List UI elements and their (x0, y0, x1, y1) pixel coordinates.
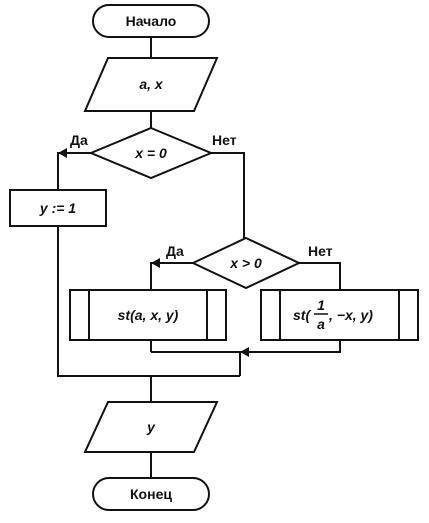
subroutine-call-1-label: st(a, x, y) (118, 307, 179, 323)
connector-assign-down (57, 226, 240, 377)
subroutine-call-1: st(a, x, y) (69, 289, 227, 341)
subroutine-call-2-denominator: a (317, 316, 325, 332)
assign-y-block: y := 1 (9, 189, 107, 227)
output-block: y (83, 401, 219, 453)
end-label: Конец (130, 486, 172, 502)
arrowhead-cond2-yes (151, 258, 160, 268)
cond1-no-label: Нет (212, 132, 237, 148)
cond2-no-label: Нет (308, 243, 333, 259)
subroutine-call-2-prefix: st( (293, 307, 311, 323)
subroutine-call-2: st( 1 a , −x, y) (260, 289, 419, 341)
arrowhead-merge-inner (240, 347, 249, 357)
connector-cond2-no (299, 262, 341, 290)
decision-x-eq-0: x = 0 (88, 126, 214, 180)
decision-x-eq-0-label: x = 0 (134, 145, 167, 161)
cond2-yes-label: Да (166, 243, 184, 259)
decision-x-gt-0: x > 0 (190, 236, 302, 290)
connector-inner-down (151, 351, 241, 376)
output-label: y (146, 419, 156, 435)
subroutine-call-2-numerator: 1 (317, 297, 325, 313)
assign-y-label: y := 1 (39, 200, 76, 216)
input-label: a, x (139, 76, 164, 92)
start-label: Начало (126, 13, 177, 29)
subroutine-call-2-suffix: , −x, y) (328, 307, 373, 323)
connector-call2-merge (240, 340, 341, 353)
start-terminal: Начало (92, 4, 210, 38)
connector-cond1-yes (57, 152, 91, 190)
arrowhead-cond1-yes (58, 148, 67, 158)
end-terminal: Конец (92, 477, 210, 511)
input-block: a, x (83, 57, 219, 112)
decision-x-gt-0-label: x > 0 (229, 255, 262, 271)
connector-cond2-yes (150, 262, 193, 290)
connector-cond1-no (211, 152, 245, 238)
cond1-yes-label: Да (70, 132, 88, 148)
